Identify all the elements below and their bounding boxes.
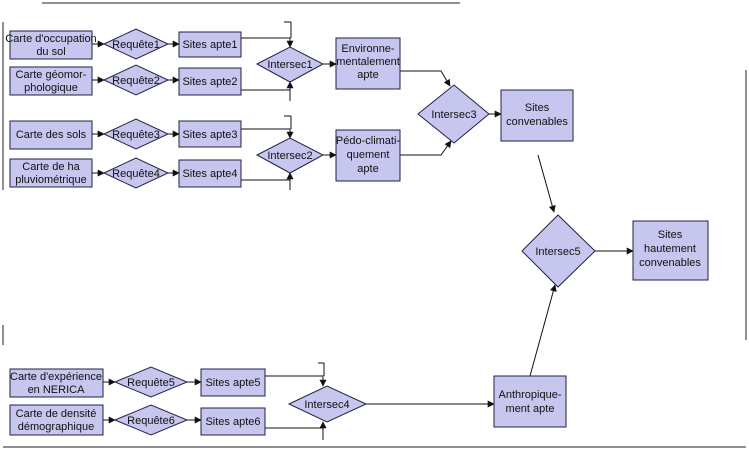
result-anthropique-line1: Anthropique- bbox=[499, 389, 562, 401]
input-carte-experience: Carte d'expérience en NERICA bbox=[9, 368, 104, 398]
edge-apte6-intersec4 bbox=[265, 421, 327, 429]
query-requete6-label: Requête6 bbox=[127, 415, 175, 427]
intersec4-label: Intersec4 bbox=[304, 399, 349, 411]
intersec3-label: Intersec3 bbox=[431, 109, 476, 121]
input-carte-pluviometrique: Carte de ha pluviométrique bbox=[9, 158, 93, 188]
intersec1: Intersec1 bbox=[255, 46, 325, 83]
intersec5: Intersec5 bbox=[521, 214, 596, 288]
result-hautement-line3: convenables bbox=[639, 257, 701, 269]
sites-apte5: Sites apte5 bbox=[200, 368, 266, 397]
sites-apte6-label: Sites apte6 bbox=[205, 416, 260, 428]
edge-anthropique-intersec5 bbox=[529, 284, 557, 377]
result-sites-convenables: Sites convenables bbox=[500, 89, 574, 142]
edge-apte2-intersec1 bbox=[241, 81, 294, 91]
input-carte-geomorphologique: Carte géomor- phologique bbox=[9, 66, 93, 96]
input-carte-densite-line1: Carte de densité bbox=[16, 408, 97, 420]
edge-env-intersec3 bbox=[400, 70, 451, 87]
result-sites-hautement-convenables: Sites hautement convenables bbox=[632, 220, 709, 281]
query-requete2: Requête2 bbox=[102, 64, 170, 96]
edge-apte5-intersec4 bbox=[265, 375, 327, 387]
edge-sites-intersec5 bbox=[537, 154, 556, 213]
input-carte-sols: Carte des sols bbox=[9, 120, 93, 150]
result-environnementalement-apte: Environne- mentalement apte bbox=[335, 37, 401, 90]
intersec2: Intersec2 bbox=[255, 137, 325, 174]
result-pedo-line1: Pédo-climati- bbox=[336, 135, 401, 147]
result-env-line3: apte bbox=[357, 69, 378, 81]
input-carte-sols-line1: Carte des sols bbox=[16, 129, 87, 141]
input-carte-geomorphologique-line1: Carte géomor- bbox=[16, 69, 87, 81]
query-requete1-label: Requête1 bbox=[112, 39, 160, 51]
query-requete4-label: Requête4 bbox=[112, 168, 160, 180]
query-requete1: Requête1 bbox=[102, 28, 170, 60]
sites-apte3-label: Sites apte3 bbox=[182, 129, 237, 141]
edge-pedo-intersec3 bbox=[400, 140, 452, 156]
result-sites-convenables-line2: convenables bbox=[506, 116, 568, 128]
sites-apte1-label: Sites apte1 bbox=[182, 39, 237, 51]
result-hautement-line1: Sites bbox=[658, 229, 683, 241]
input-carte-geomorphologique-line2: phologique bbox=[24, 82, 78, 94]
input-carte-densite-line2: démographique bbox=[18, 421, 94, 433]
result-anthropiquement-apte: Anthropique- ment apte bbox=[493, 375, 567, 428]
input-carte-pluviometrique-line2: pluviométrique bbox=[15, 174, 87, 186]
intersec3: Intersec3 bbox=[417, 84, 490, 144]
result-pedo-line3: apte bbox=[357, 163, 378, 175]
sites-apte3: Sites apte3 bbox=[178, 120, 242, 148]
result-sites-convenables-line1: Sites bbox=[525, 102, 550, 114]
sites-apte5-label: Sites apte5 bbox=[205, 377, 260, 389]
query-requete6: Requête6 bbox=[113, 404, 189, 436]
result-hautement-line2: hautement bbox=[644, 243, 696, 255]
sites-apte2: Sites apte2 bbox=[178, 67, 242, 96]
query-requete5: Requête5 bbox=[113, 366, 189, 398]
intersec4: Intersec4 bbox=[287, 385, 368, 423]
sites-apte4: Sites apte4 bbox=[178, 159, 242, 188]
result-anthropique-line2: ment apte bbox=[506, 403, 555, 415]
result-env-line1: Environne- bbox=[341, 43, 395, 55]
query-requete4: Requête4 bbox=[102, 157, 170, 189]
input-carte-occupation: Carte d'occupation du sol bbox=[5, 30, 97, 60]
sites-apte2-label: Sites apte2 bbox=[182, 76, 237, 88]
query-requete3-label: Requête3 bbox=[112, 129, 160, 141]
input-carte-experience-line1: Carte d'expérience bbox=[10, 371, 102, 383]
sites-apte4-label: Sites apte4 bbox=[182, 168, 237, 180]
input-carte-occupation-line1: Carte d'occupation bbox=[5, 33, 96, 45]
query-requete5-label: Requête5 bbox=[127, 377, 175, 389]
query-requete2-label: Requête2 bbox=[112, 75, 160, 87]
sites-apte1: Sites apte1 bbox=[178, 31, 242, 58]
sites-apte6: Sites apte6 bbox=[200, 407, 266, 436]
result-pedoclimatiquement-apte: Pédo-climati- quement apte bbox=[335, 129, 401, 182]
intersec1-label: Intersec1 bbox=[267, 59, 312, 71]
result-pedo-line2: quement bbox=[347, 149, 390, 161]
input-carte-occupation-line2: du sol bbox=[36, 46, 65, 58]
intersec5-label: Intersec5 bbox=[535, 246, 580, 258]
result-env-line2: mentalement bbox=[336, 56, 400, 68]
edge-apte1-intersec1 bbox=[241, 37, 294, 48]
query-requete3: Requête3 bbox=[102, 118, 170, 150]
edge-apte4-intersec2 bbox=[241, 172, 294, 181]
input-carte-pluviometrique-line1: Carte de ha bbox=[22, 161, 80, 173]
input-carte-densite: Carte de densité démographique bbox=[9, 404, 104, 436]
intersec2-label: Intersec2 bbox=[267, 150, 312, 162]
edge-apte3-intersec2 bbox=[241, 128, 294, 139]
input-carte-experience-line2: en NERICA bbox=[28, 384, 86, 396]
